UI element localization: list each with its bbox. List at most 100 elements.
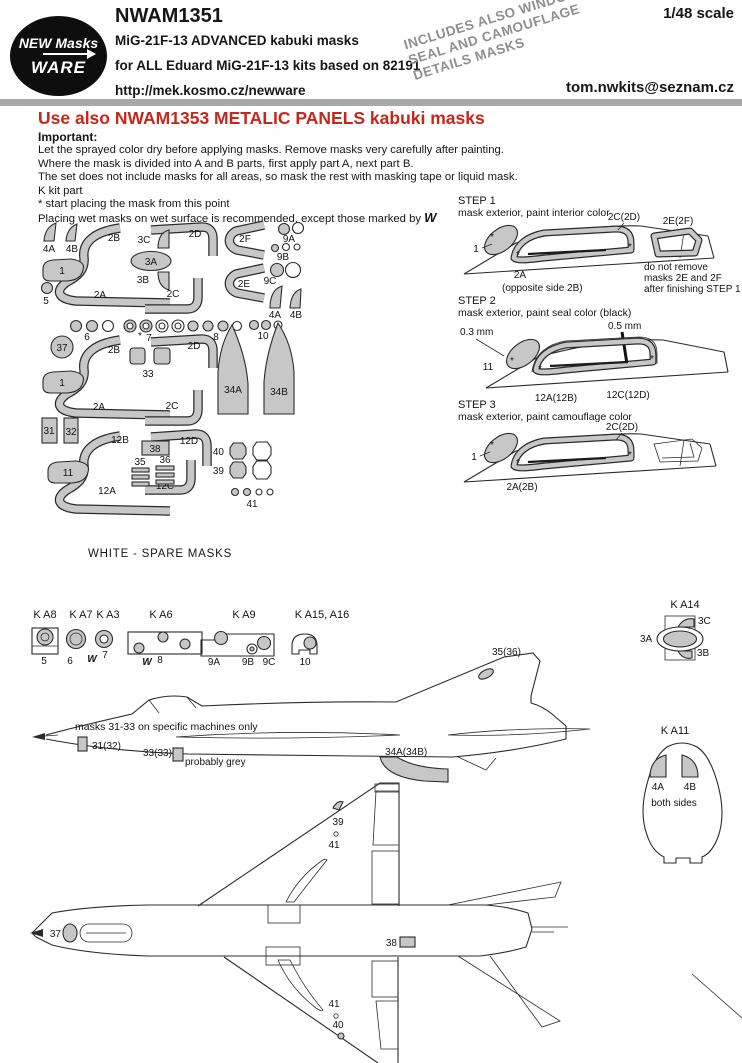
mask-label: 12B <box>111 435 129 446</box>
mask-label: 5 <box>41 656 47 667</box>
step-label: 12C(12D) <box>606 390 649 401</box>
mask-1-second: 1 <box>42 370 85 394</box>
mask-label: 1 <box>59 266 65 277</box>
spare-ka3: K A3 W 7 <box>87 609 119 665</box>
mask-label: 11 <box>63 468 74 479</box>
mask-39-40-41: 40 39 41 <box>213 441 274 510</box>
step-title: STEP 3 <box>458 399 496 411</box>
mask-label: 6 <box>67 656 73 667</box>
mask-label: 3C <box>698 616 711 627</box>
mask-label: 3B <box>697 648 710 659</box>
spare-ka15-a16: K A15, A16 10 <box>291 609 349 668</box>
probably-grey-note: probably grey <box>185 757 246 768</box>
product-code: NWAM1351 <box>115 5 223 27</box>
logo-masks: Masks <box>55 34 99 51</box>
mask-label: 9B <box>277 252 290 263</box>
mask-label: 4A <box>652 782 665 793</box>
mask-label: 12D <box>180 436 198 447</box>
mask-11: 11 <box>47 460 90 484</box>
mask-label: 10 <box>299 657 311 668</box>
mask-label: 9A <box>283 234 296 245</box>
mask-33: 33 <box>129 347 171 380</box>
mask-9-set: 9A 9B 9C <box>264 221 305 287</box>
start-point-mark: * <box>516 250 520 261</box>
mask-placement-label: 41 <box>328 999 340 1010</box>
mask-label: 3A <box>640 634 653 645</box>
mask-label: 2B <box>108 233 121 244</box>
mask-label: 38 <box>149 444 161 455</box>
mask-label: 32 <box>65 427 77 438</box>
mask-label: 4A <box>43 244 56 255</box>
important-line: Placing wet masks on wet surface is reco… <box>38 211 518 226</box>
mask-label: 9C <box>264 276 277 287</box>
spare-ka14-diagram: K A14 3A 3C 3B <box>640 599 711 661</box>
step-label: 1 <box>473 244 479 255</box>
important-line-text: Placing wet masks on wet surface is reco… <box>38 213 422 226</box>
product-subtitle: for ALL Eduard MiG-21F-13 kits based on … <box>115 58 421 73</box>
mask-label: 36 <box>159 455 171 466</box>
mask-38: 38 <box>141 440 170 456</box>
fin-mask-label: 35(36) <box>492 647 521 658</box>
specific-machines-note: masks 31-33 on specific machines only <box>75 721 258 733</box>
important-line: Where the mask is divided into A and B p… <box>38 157 414 170</box>
spare-ka8: K A8 5 <box>31 609 59 667</box>
kit-part-header: K A9 <box>232 609 255 621</box>
important-block: Important: Let the sprayed color dry bef… <box>38 130 518 227</box>
kit-part-header: K A14 <box>670 599 699 611</box>
step2-diagram: STEP 2 mask exterior, paint seal color (… <box>458 295 729 404</box>
newware-logo: NEW Masks WARE <box>10 16 107 96</box>
step-label: 1 <box>471 452 477 463</box>
mask-1-and-5: 1 5 <box>40 258 85 307</box>
mask-placement-label: 39 <box>332 817 344 828</box>
mask-label: 34B <box>270 387 288 398</box>
mask-label: 39 <box>213 466 225 477</box>
mask-label: 37 <box>56 343 68 354</box>
kit-part-header: K A3 <box>96 609 119 621</box>
start-point-mark: * <box>510 356 514 367</box>
logo-new: NEW <box>18 34 52 51</box>
step-label: 2A(2B) <box>506 482 537 493</box>
important-heading: Important: <box>38 130 98 144</box>
step-note: do not remove <box>644 262 708 273</box>
step-label: 2E(2F) <box>663 216 694 227</box>
mask-placement-label: 33(33) <box>143 748 172 759</box>
mask-37: 37 <box>50 335 74 359</box>
mask-label: 3C <box>138 235 151 246</box>
start-point-mark: * <box>490 232 494 243</box>
mask-label: 8 <box>213 332 219 343</box>
mask-31-32: 31 32 <box>41 417 79 444</box>
mask-label: 40 <box>213 447 225 458</box>
contact-email: tom.nwkits@seznam.cz <box>565 79 734 96</box>
scale-label: 1/48 scale <box>663 5 734 22</box>
mask-34a-34b: 34A 34B <box>217 321 295 415</box>
mask-2f-2e: 2F 2E <box>224 220 265 303</box>
step1-diagram: STEP 1 mask exterior, paint interior col… <box>458 195 741 295</box>
start-point-mark: * <box>650 354 654 365</box>
mask-35-36-strips: 35 36 <box>131 455 175 487</box>
wet-mask-symbol: W <box>424 210 437 226</box>
mask-label: 9A <box>208 657 221 668</box>
start-point-mark: * <box>628 242 632 253</box>
mask-label: 12A <box>98 486 116 497</box>
both-sides-note: both sides <box>651 798 697 809</box>
step-note: after finishing STEP 1 <box>644 284 741 295</box>
step-label: 2C(2D) <box>606 422 638 433</box>
mask-label: 2A <box>94 290 107 301</box>
mask-placement-label: 38 <box>386 938 398 949</box>
step-label: 2A <box>514 270 527 281</box>
mask-3-set: 3C 3A 3B <box>130 229 172 291</box>
important-line: Let the sprayed color dry before applyin… <box>38 144 504 157</box>
step-label: 2C(2D) <box>608 212 640 223</box>
logo-arrow-icon <box>42 48 96 59</box>
step3-diagram: STEP 3 mask exterior, paint camouflage c… <box>458 399 717 493</box>
mask-label: 7 <box>102 650 108 661</box>
mask-label: 35 <box>134 457 146 468</box>
start-point-mark: * <box>490 440 494 451</box>
mask-label: 12C <box>156 481 174 492</box>
spare-ka11-diagram: K A11 4A 4B both sides <box>642 725 723 864</box>
mask-sheet-diagram: 4A 4B 2B 2D 2A 2C 3C 3A 3B <box>40 220 305 516</box>
mask-label: 2D <box>188 341 201 352</box>
mask-label: 9C <box>263 657 276 668</box>
start-point-mark: * <box>628 450 632 461</box>
step-label: 0.3 mm <box>460 327 493 338</box>
